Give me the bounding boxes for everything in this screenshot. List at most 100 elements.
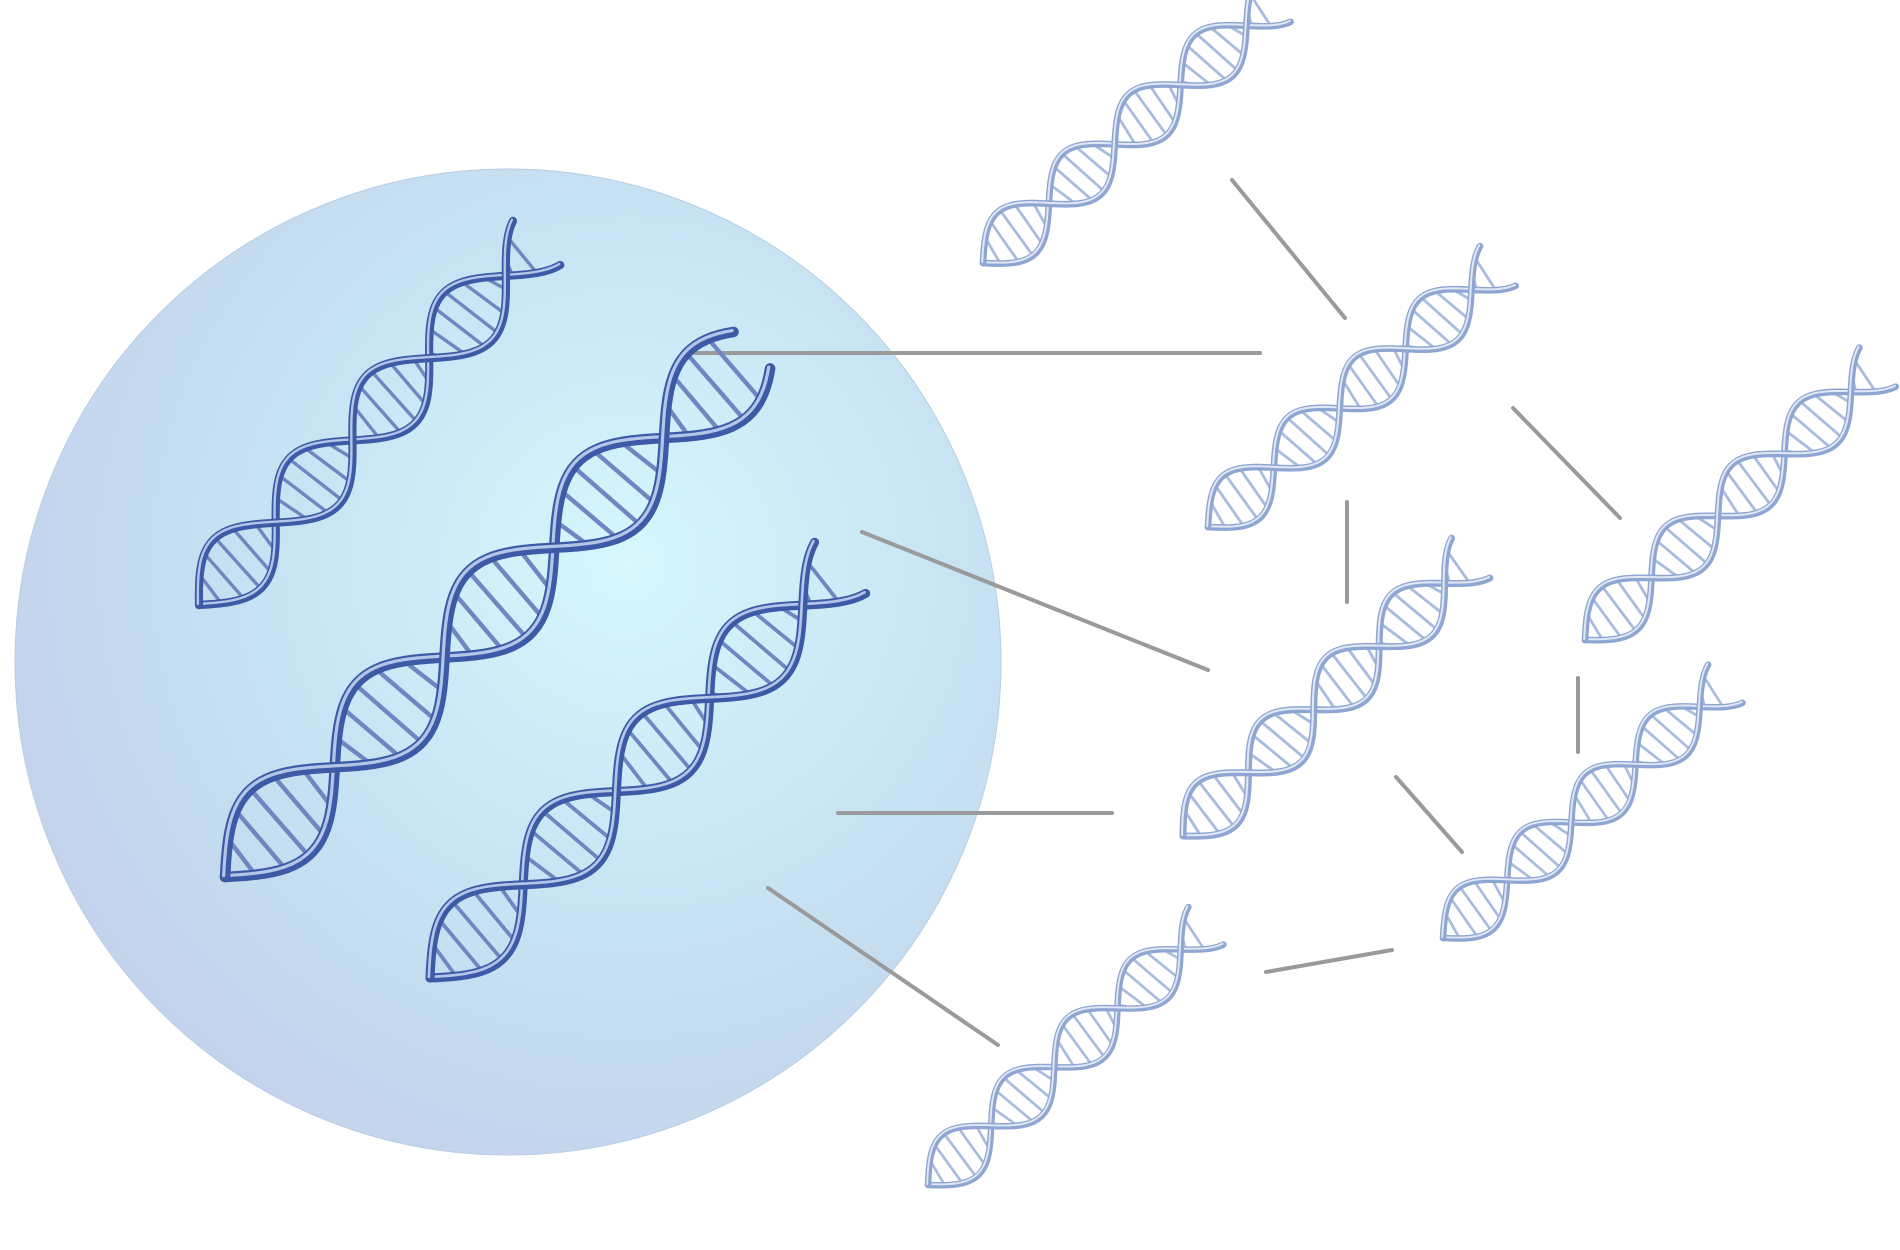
base-pair-rung [620, 441, 665, 477]
base-pair-rung [942, 1131, 978, 1179]
base-pair-rung [358, 384, 404, 436]
base-pair-rung [1276, 428, 1318, 465]
helix-strand-highlight [427, 539, 815, 979]
base-pair-rung [234, 809, 289, 872]
base-pair-rung [1475, 258, 1499, 294]
base-pair-rung [1210, 26, 1247, 58]
base-pair-rung [626, 728, 676, 786]
helix-strand-highlight [1181, 536, 1452, 837]
base-pair-rung [374, 667, 439, 723]
base-pair-rung [1750, 452, 1780, 492]
base-pair-rung [248, 787, 311, 858]
base-pair-rung [1603, 762, 1631, 801]
base-pair-rung [431, 305, 486, 348]
base-pair-rung [1854, 360, 1879, 395]
base-pair-rung [1147, 82, 1176, 123]
helix-strand-highlight [981, 0, 1256, 264]
base-pair-rung [487, 554, 544, 619]
base-pair-rung [1188, 792, 1223, 837]
base-pair-rung [1012, 201, 1043, 244]
base-pair-rung [1145, 951, 1181, 981]
base-pair-rung [806, 561, 842, 606]
base-pair-rung [1600, 584, 1638, 633]
base-pair-rung [339, 705, 402, 759]
base-pair-rung [1591, 597, 1624, 641]
base-pair-rung [203, 552, 247, 602]
base-pair-rung [1214, 485, 1246, 529]
base-pair-rung [1085, 1006, 1113, 1045]
base-pair-rung [1329, 651, 1369, 700]
helix-strand-highlight [222, 328, 734, 878]
helix-strand-highlight [1181, 575, 1491, 837]
base-pair-rung [1519, 830, 1563, 870]
base-pair-rung [1639, 724, 1681, 761]
base-pair-rung [304, 447, 354, 485]
base-pair-rung [1357, 352, 1393, 401]
base-pair-rung [1391, 591, 1439, 632]
helix-strand-highlight [926, 942, 1224, 1186]
helix-strand-highlight [981, 19, 1291, 264]
base-pair-rung [213, 536, 263, 591]
base-pair-rung [1075, 146, 1114, 180]
base-pair-rung [1435, 290, 1472, 322]
base-pair-rung [1061, 152, 1106, 193]
base-pair-rung [1472, 878, 1501, 920]
base-pair-rung [230, 525, 272, 573]
base-pair-rung [558, 487, 619, 540]
base-pair-rung [1663, 525, 1709, 566]
dna-helix [1179, 534, 1494, 840]
base-pair-rung [353, 682, 424, 745]
base-pair-rung [1002, 1076, 1047, 1115]
base-pair-rung [1447, 551, 1473, 587]
dna-helix [979, 0, 1294, 267]
base-pair-rung [1614, 577, 1646, 619]
base-pair-rung [1051, 164, 1093, 201]
helix-strand-highlight [1206, 244, 1481, 528]
connector-lines [686, 178, 1622, 1047]
base-pair-rung [1250, 0, 1274, 30]
base-pair-rung [1419, 296, 1465, 337]
base-pair-rung [541, 809, 603, 863]
cell-nucleus [14, 168, 1002, 1156]
connector-line [860, 530, 1210, 672]
base-pair-rung [1286, 416, 1331, 457]
base-pair-rung [528, 827, 585, 876]
base-pair-rung [453, 592, 506, 654]
base-pair-rung [1814, 394, 1851, 425]
base-pair-rung [1196, 779, 1236, 829]
connector-line [1264, 948, 1394, 974]
base-pair-rung [1703, 676, 1726, 711]
base-pair-rung [443, 290, 500, 335]
connector-line [1230, 178, 1347, 320]
base-pair-rung [1016, 1069, 1054, 1101]
base-pair-rung [276, 473, 329, 514]
helix-strand [194, 260, 565, 610]
base-pair-rung [592, 449, 658, 506]
base-pair-rung [438, 918, 485, 974]
base-pair-rung [1273, 712, 1314, 746]
helix-strand-highlight [1206, 283, 1516, 528]
base-pair-rung [1300, 410, 1339, 444]
helix-strand [924, 941, 1227, 1189]
connector-line [1394, 775, 1464, 854]
base-pair-rung [1678, 518, 1717, 552]
base-pair-rung [661, 700, 704, 752]
base-pair-rung [708, 661, 751, 695]
base-pair-rung [1122, 99, 1156, 145]
base-pair-rung [369, 369, 419, 424]
helix-strand [1439, 699, 1746, 942]
dna-helix [219, 326, 776, 883]
base-pair-rung [934, 1144, 965, 1186]
helix-strand-highlight [1583, 345, 1860, 641]
base-pair-rung [671, 375, 723, 435]
base-pair-rung [752, 610, 802, 652]
dna-helix [194, 216, 565, 610]
base-pair-rung [1194, 32, 1240, 73]
dna-helix [924, 903, 1227, 1189]
helix-strand-highlight [196, 262, 561, 606]
base-pair-rung [993, 1088, 1034, 1123]
base-pair-rung [1237, 465, 1268, 508]
dna-helix [425, 537, 871, 983]
helix-strand-highlight [1441, 662, 1709, 939]
